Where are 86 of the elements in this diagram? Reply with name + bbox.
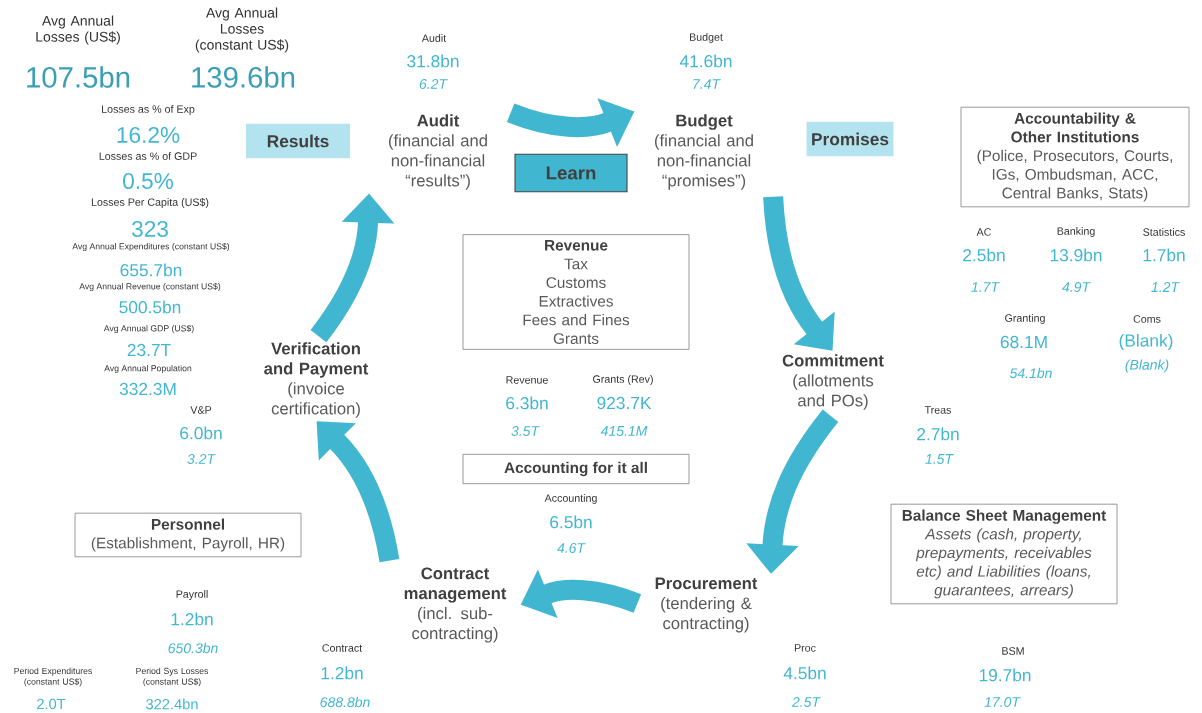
stat-caption: Payroll <box>176 590 208 600</box>
stat-caption: Contract <box>322 644 363 652</box>
stat-value: 2.7bn <box>917 427 959 441</box>
stat-value: 17.0T <box>984 697 1021 707</box>
stat-caption: Banking <box>1057 227 1095 237</box>
stat-caption: Avg Annual Losses (US$) <box>36 15 120 45</box>
stat-value: 23.7T <box>127 343 171 357</box>
stat-value: 4.6T <box>557 543 586 553</box>
stat-caption: Avg Annual Revenue (constant US$) <box>79 282 221 292</box>
stat-value: 2.0T <box>37 698 66 710</box>
stat-caption: Audit <box>421 34 447 42</box>
stat-caption: V&P <box>190 406 212 414</box>
process-step: Budget (financial and non-financial “promises”) <box>655 114 753 190</box>
stat-value: 139.6bn <box>192 66 295 88</box>
stat-caption: Losses Per Capita (US$) <box>91 197 209 209</box>
stat-caption: Accounting <box>544 494 597 504</box>
stat-caption: Coms <box>1133 315 1161 323</box>
stat-caption: Period Sys Losses (constant US$) <box>136 667 209 687</box>
stat-caption: Losses as % of GDP <box>99 152 197 160</box>
stat-value: 0.5% <box>123 172 174 190</box>
stat-caption: Avg Annual GDP (US$) <box>103 324 194 334</box>
stat-value: 3.5T <box>511 426 540 436</box>
stat-value: 1.2T <box>1151 282 1180 292</box>
stat-value: 6.5bn <box>550 515 592 529</box>
stat-caption: Period Expenditures (constant US$) <box>14 667 92 687</box>
stat-value: 2.5T <box>791 697 821 707</box>
stat-value: 54.1bn <box>1009 367 1052 379</box>
stat-caption: Avg Annual Population <box>104 364 192 374</box>
stat-caption: Grants (Rev) <box>593 375 653 385</box>
stat-caption: Avg Annual Losses (constant US$) <box>195 7 289 53</box>
stat-caption: AC <box>976 228 991 236</box>
stat-value: 500.5bn <box>119 300 181 314</box>
stat-caption: Avg Annual Expenditures (constant US$) <box>72 242 230 252</box>
stat-value: 6.0bn <box>180 426 222 440</box>
stage-tag: Promises <box>806 121 894 157</box>
learn-box: Learn <box>514 153 628 193</box>
stat-value: 415.1M <box>600 426 648 436</box>
stat-value: 650.3bn <box>168 642 218 654</box>
stat-value: 31.8bn <box>407 54 459 68</box>
stat-value: 6.2T <box>419 79 448 89</box>
info-box: Accounting for it all <box>462 453 690 485</box>
process-step: Commitment (allotments and POs) <box>782 354 884 410</box>
stat-value: 923.7K <box>597 396 652 410</box>
info-box: Revenue Tax Customs Extractives Fees and Fines Grants <box>462 234 690 350</box>
stat-caption: Budget <box>690 33 723 43</box>
stat-value: 16.2% <box>117 126 180 144</box>
stat-value: 4.9T <box>1062 282 1091 292</box>
stat-value: (Blank) <box>1125 359 1169 373</box>
stat-value: 2.5bn <box>963 248 1005 262</box>
stat-caption: Revenue <box>506 376 548 384</box>
stat-value: 332.3M <box>119 382 176 396</box>
stat-caption: Proc <box>794 644 816 652</box>
stat-value: 41.6bn <box>679 54 732 68</box>
cycle-arrow <box>316 421 400 563</box>
process-step: Audit (financial and non-financial “results”) <box>389 114 487 190</box>
stat-value: 1.2bn <box>171 612 213 626</box>
stat-value: 4.5bn <box>783 666 826 680</box>
stat-caption: Statistics <box>1143 228 1185 236</box>
stat-value: 688.8bn <box>320 696 370 708</box>
info-box: Balance Sheet Management Assets (cash, property, prepayments, receivables etc) and Liabilities (loans, guarantees, arrears) <box>890 503 1118 605</box>
stat-value: 68.1M <box>1000 335 1047 349</box>
stat-value: 323 <box>131 220 168 238</box>
stat-value: 1.7bn <box>1143 248 1185 262</box>
info-box: Accountability & Other Institutions (Police, Prosecutors, Courts, IGs, Ombudsman, ACC, Central Banks, Stats) <box>960 106 1190 208</box>
process-step: Procurement (tendering & contracting) <box>655 577 758 633</box>
stat-caption: Granting <box>1005 314 1045 324</box>
stat-value: 7.4T <box>693 79 721 89</box>
stat-value: 655.7bn <box>120 263 182 277</box>
process-step: Contract management (incl. sub-contracting) <box>404 567 507 643</box>
stat-value: 3.2T <box>187 454 216 464</box>
stat-value: 6.3bn <box>506 396 548 410</box>
stat-value: 19.7bn <box>979 668 1031 682</box>
stat-value: 1.7T <box>971 282 1000 292</box>
process-step: Verification and Payment (invoice certification) <box>264 342 369 418</box>
stat-caption: BSM <box>1002 647 1024 655</box>
stat-caption: Losses as % of Exp <box>102 105 195 115</box>
stat-value: 13.9bn <box>1050 248 1102 262</box>
stat-value: 1.5T <box>925 454 954 464</box>
stat-value: (Blank) <box>1119 333 1173 351</box>
stat-value: 322.4bn <box>146 698 198 710</box>
stage-tag: Results <box>246 123 350 159</box>
info-box: Personnel (Establishment, Payroll, HR) <box>74 512 302 558</box>
cycle-arrow <box>763 196 835 351</box>
stat-value: 1.2bn <box>321 666 363 680</box>
stat-caption: Treas <box>924 406 952 414</box>
stat-value: 107.5bn <box>27 66 130 88</box>
